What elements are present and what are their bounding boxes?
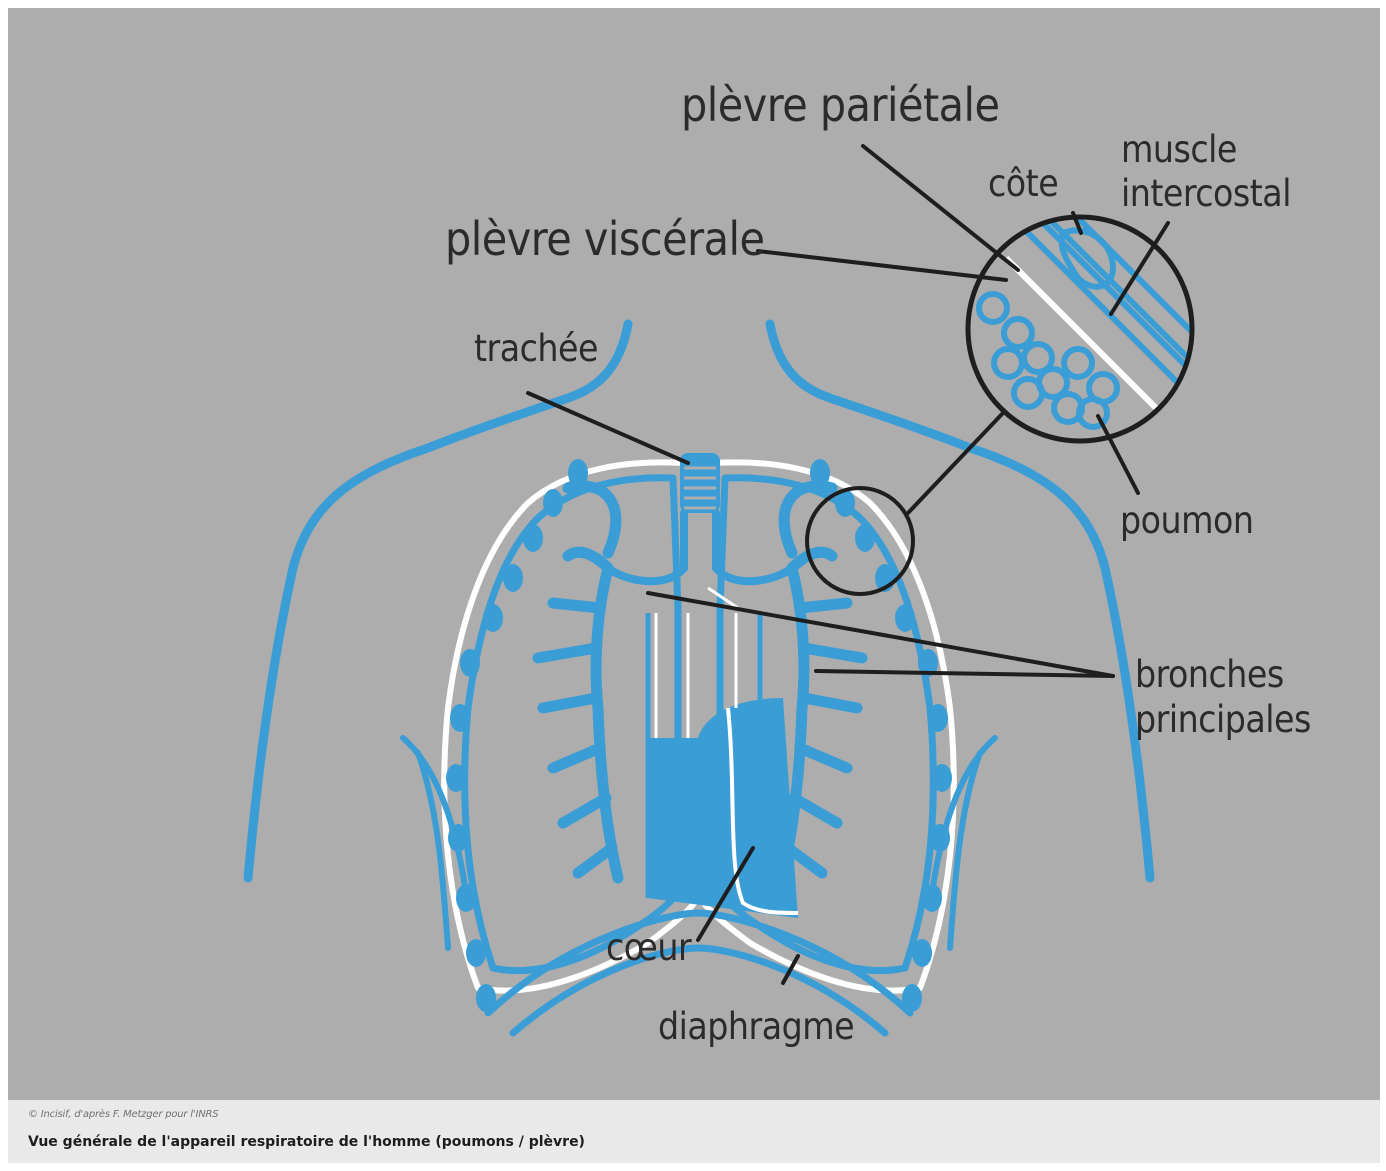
- label-coeur: cœur: [606, 929, 691, 966]
- label-bronches-line2: principales: [1135, 701, 1311, 738]
- label-muscle-intercostal-line1: muscle: [1121, 131, 1237, 168]
- label-bronches-line1: bronches: [1135, 656, 1284, 693]
- zoom-detail: [958, 208, 1218, 468]
- label-trachee: trachée: [474, 330, 598, 367]
- respiratory-illustration: plèvre pariétale plèvre viscérale côte m…: [8, 8, 1380, 1100]
- label-muscle-intercostal-line2: intercostal: [1121, 175, 1291, 212]
- trachea: [608, 453, 792, 581]
- label-plevre-viscerale: plèvre viscérale: [445, 216, 764, 262]
- label-cote: côte: [988, 165, 1058, 202]
- label-plevre-parietale: plèvre pariétale: [681, 82, 1000, 128]
- image-credit: © Incisif, d'après F. Metzger pour l'INR…: [28, 1109, 218, 1120]
- figure: plèvre pariétale plèvre viscérale côte m…: [8, 8, 1380, 1163]
- label-poumon: poumon: [1120, 502, 1254, 539]
- label-diaphragme: diaphragme: [658, 1008, 854, 1045]
- figure-caption: Vue générale de l'appareil respiratoire …: [28, 1134, 585, 1150]
